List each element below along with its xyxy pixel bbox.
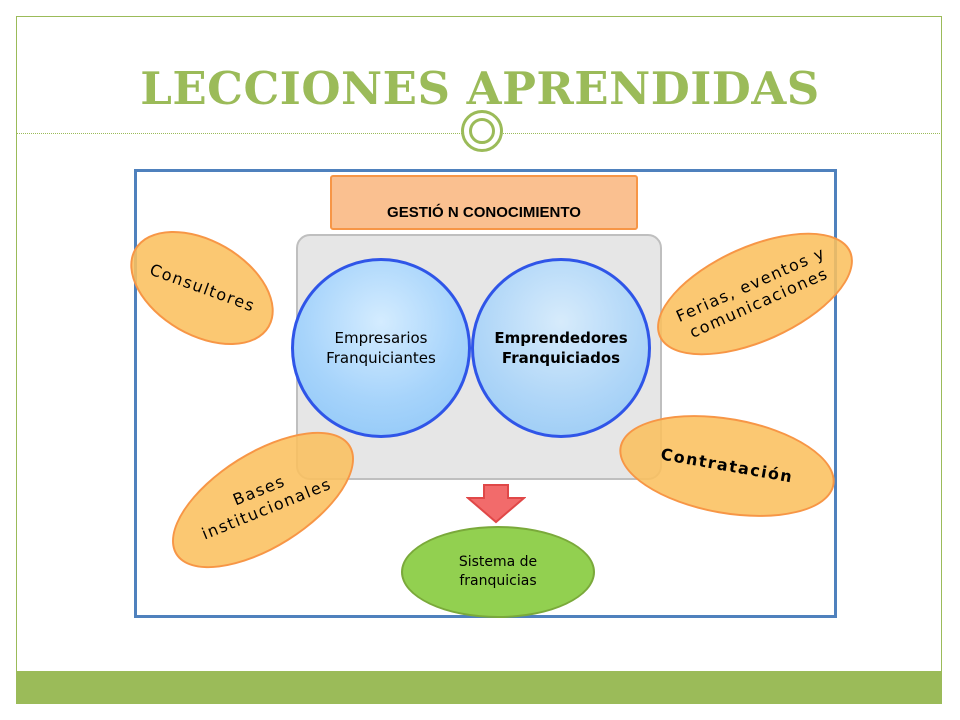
franchisor-label: Empresarios Franquiciantes [326, 329, 436, 367]
franchisor-circle: Empresarios Franquiciantes [291, 258, 471, 438]
down-arrow-icon [466, 484, 526, 524]
footer-bar [16, 671, 942, 703]
slide-frame [16, 16, 942, 704]
franchise-system-oval: Sistema de franquicias [401, 526, 595, 618]
franchisee-circle: Emprendedores Franquiciados [471, 258, 651, 438]
ring-ornament-icon [461, 110, 503, 152]
knowledge-management-header: GESTIÓ N CONOCIMIENTO [330, 175, 638, 230]
slide-title: LECCIONES APRENDIDAS [140, 62, 820, 115]
header-label: GESTIÓ N CONOCIMIENTO [387, 204, 581, 221]
franchisee-label: Emprendedores Franquiciados [494, 329, 628, 367]
consultants-label: Consultores [146, 259, 258, 316]
franchise-system-label: Sistema de franquicias [458, 554, 538, 589]
contracting-label: Contratación [659, 444, 795, 487]
